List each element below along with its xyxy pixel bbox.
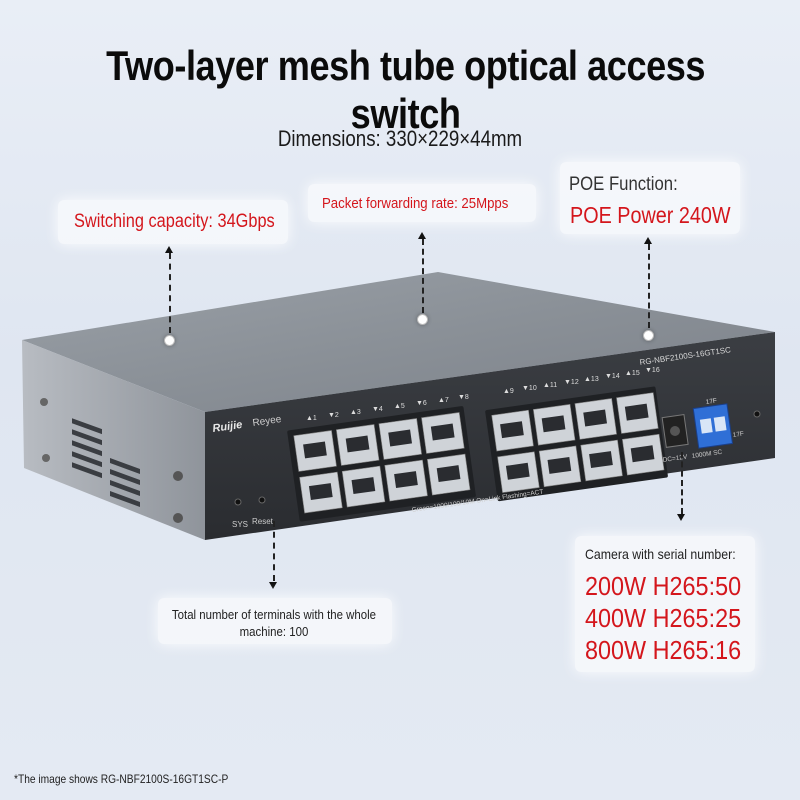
switching-capacity-text: Switching capacity: 34Gbps [74, 211, 275, 232]
port-label: ▼12 [564, 379, 579, 386]
port-label: ▼6 [416, 400, 427, 407]
port-label: ▲11 [543, 382, 557, 389]
reset-button [258, 496, 266, 504]
packet-forwarding-text: Packet forwarding rate: 25Mpps [322, 195, 509, 212]
port-label: ▲3 [350, 409, 361, 416]
sfp-port-label: 17F [705, 397, 717, 405]
port-label: ▲9 [503, 388, 514, 395]
terminals-card: Total number of terminals with the whole… [158, 598, 392, 644]
camera-line-800w: 800W H265:16 [585, 635, 742, 665]
port-label: ▲5 [394, 403, 405, 410]
port-labels-left: ▲1 ▼2 ▲3 ▼4 ▲5 ▼6 ▲7 ▼8 [306, 394, 469, 422]
camera-label: Camera with serial number: [585, 546, 736, 562]
port-label: ▲1 [306, 415, 317, 422]
port-label: ▲15 [625, 370, 640, 377]
port-label: ▼14 [605, 373, 620, 380]
poe-power-text: POE Power 240W [570, 202, 731, 228]
port-block-left [287, 406, 476, 522]
sfp-led [753, 410, 761, 418]
camera-line-400w: 400W H265:25 [585, 603, 742, 633]
sfp-speed-label: 1000M SC [691, 449, 723, 460]
packet-forwarding-card: Packet forwarding rate: 25Mpps [308, 184, 536, 222]
chassis-side [22, 340, 205, 540]
port-label: ▼8 [458, 394, 469, 401]
camera-card: Camera with serial number: 200W H265:50 … [575, 536, 755, 672]
footnote: *The image shows RG-NBF2100S-16GT1SC-P [14, 772, 229, 786]
port-label: ▲7 [438, 397, 449, 404]
poe-function-label: POE Function: [569, 174, 678, 195]
terminals-text: Total number of terminals with the whole… [171, 607, 377, 639]
side-vents [72, 418, 140, 507]
page-title: Two-layer mesh tube optical access switc… [106, 42, 706, 137]
chassis-top [22, 272, 775, 412]
reset-label: Reset [252, 517, 274, 526]
port-label: ▼2 [328, 412, 339, 419]
sys-led [234, 498, 242, 506]
brand-logo: Ruijie [212, 419, 243, 435]
port-label: ▼4 [372, 406, 383, 413]
sys-label: SYS [232, 520, 248, 529]
switching-capacity-card: Switching capacity: 34Gbps [58, 200, 288, 244]
camera-line-200w: 200W H265:50 [585, 571, 742, 601]
sub-brand-logo: Reyee [252, 414, 283, 429]
port-label: ▲13 [584, 376, 599, 383]
power-label: DC=12V [662, 454, 688, 464]
dimensions-text: Dimensions: 330×229×44mm [277, 126, 523, 151]
sfp-led-label: 17F [732, 430, 744, 438]
sfp-port [692, 403, 734, 449]
port-label: ▼16 [645, 367, 660, 374]
port-labels-right: ▲9 ▼10 ▲11 ▼12 ▲13 ▼14 ▲15 ▼16 [503, 367, 660, 395]
port-label: ▼10 [522, 385, 537, 392]
port-block-right [485, 386, 668, 502]
poe-card: POE Function: POE Power 240W [560, 162, 740, 234]
